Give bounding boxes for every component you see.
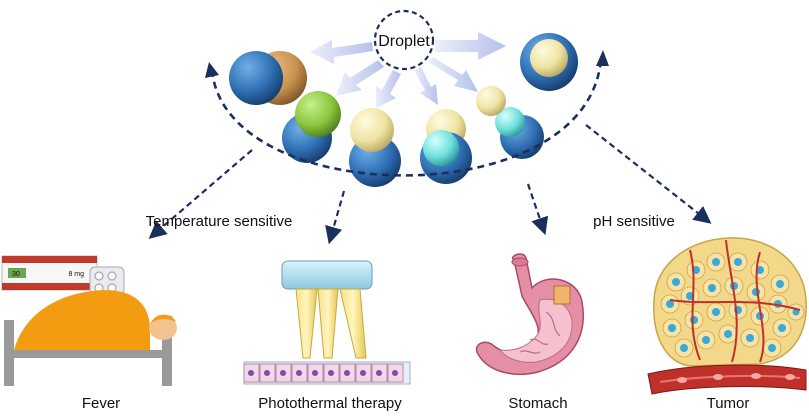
arc-head-right [596, 50, 609, 66]
droplet-label: Droplet [378, 33, 430, 50]
droplet-variant-green-blue [282, 91, 341, 163]
tumor-illustration [647, 237, 807, 395]
droplet-variant-core-shell [520, 33, 578, 91]
arrow-to-tumor [585, 124, 712, 224]
label-tumor: Tumor [707, 395, 750, 412]
droplet-variant-triple [476, 86, 544, 159]
fat-arrow-left-down [336, 60, 384, 96]
arrow-to-photothermal [325, 190, 346, 245]
arrow-to-fever [148, 149, 253, 239]
box-dose: 8 mg [68, 271, 84, 278]
label-fever: Fever [82, 395, 120, 412]
fever-illustration: 30 8 mg [1, 255, 177, 386]
droplet-variant-blue-orange [229, 51, 307, 105]
fat-arrow-mid-right [414, 67, 438, 105]
droplet-node: Droplet [373, 9, 435, 71]
temperature-sensitive-label: Temperature sensitive [146, 213, 293, 230]
stomach-illustration [475, 253, 584, 375]
ph-sensitive-label: pH sensitive [593, 213, 675, 230]
fat-arrow-left-up [310, 40, 373, 64]
box-count: 30 [12, 271, 20, 278]
photothermal-illustration [243, 260, 411, 385]
fat-arrow-right-down [428, 57, 478, 92]
label-photothermal-therapy: Photothermal therapy [258, 395, 402, 412]
droplet-variant-cream-cyan [420, 109, 472, 184]
fat-arrow-right-up [435, 32, 506, 60]
label-stomach: Stomach [508, 395, 567, 412]
fat-arrow-mid-left [376, 70, 401, 108]
arc-head-left [205, 62, 219, 78]
target-arrows [148, 124, 712, 245]
arrow-to-stomach [526, 183, 549, 236]
emission-arrows [310, 32, 506, 108]
dashed-arc [210, 57, 603, 177]
